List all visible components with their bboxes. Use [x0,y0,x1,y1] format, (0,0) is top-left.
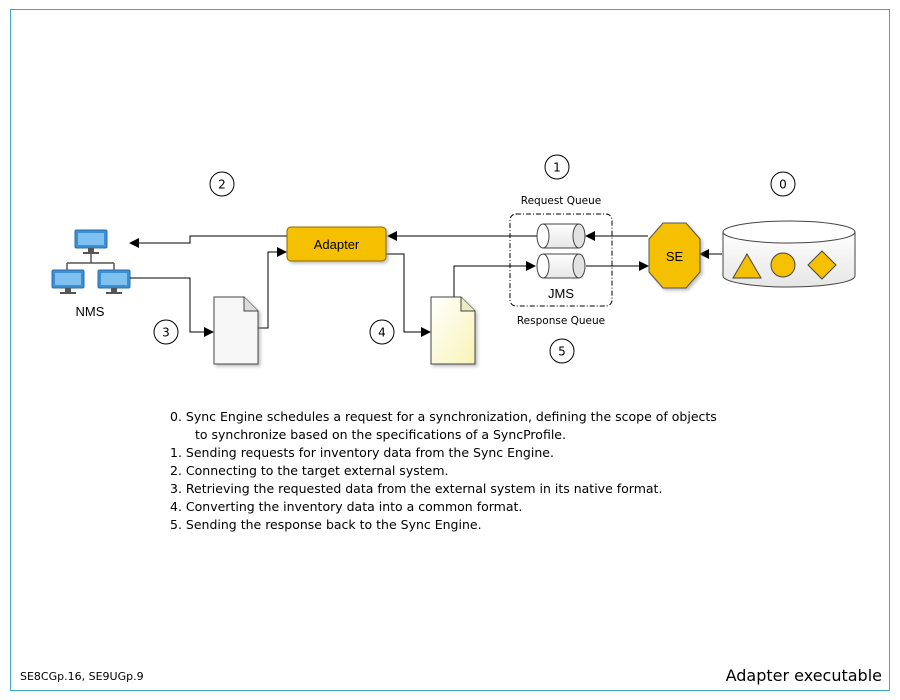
step-1-marker [544,154,570,180]
arrow-nms-to-document [130,277,214,337]
adapter-box [286,226,387,262]
step-number: 0. [170,409,182,424]
step-3-marker [153,319,179,345]
diagram-frame [10,9,890,691]
step-2-marker [209,171,235,197]
step-4-label: 4 [378,326,386,340]
common-format-document-icon [430,296,476,365]
diamond-icon [807,250,837,280]
step-description: 1. Sending requests for inventory data f… [170,444,770,462]
triangle-icon [732,253,762,279]
step-text: Retrieving the requested data from the e… [185,481,663,496]
step-5-marker [549,338,575,364]
step-description: 0. Sync Engine schedules a request for a… [170,408,770,426]
computer-icon [51,269,85,294]
step-number: 3. [170,481,182,496]
step-description: 4. Converting the inventory data into a … [170,498,770,516]
jms-container [509,213,613,307]
step-text: Connecting to the target external system… [185,463,449,478]
se-label: SE [666,249,684,264]
step-number: 5. [170,517,182,532]
request-queue-label: Request Queue [521,195,601,207]
step-0-marker [770,171,796,197]
response-queue-icon [536,253,586,279]
arrow-adapter-to-converted-document [386,253,431,337]
step-description: 5. Sending the response back to the Sync… [170,516,770,534]
native-format-document-icon [213,296,259,365]
jms-label: JMS [548,286,574,301]
step-0-label: 0 [779,178,787,192]
step-5-label: 5 [558,345,566,359]
nms-label: NMS [76,304,105,319]
step-1-label: 1 [553,161,561,175]
step-text: Sending the response back to the Sync En… [185,517,482,532]
sync-engine-octagon [648,222,701,289]
footer-reference: SE8CGp.16, SE9UGp.9 [20,670,144,683]
step-3-label: 3 [162,326,170,340]
step-4-marker [369,319,395,345]
adapter-label: Adapter [314,237,360,252]
step-text: Converting the inventory data into a com… [185,499,523,514]
step-text: Sync Engine schedules a request for a sy… [185,409,717,424]
request-queue-icon [536,223,586,249]
step-text-continuation: to synchronize based on the specificatio… [195,427,566,442]
arrow-adapter-to-nms [129,235,287,248]
computer-icon [74,229,108,254]
arrow-document-to-response-queue [453,261,536,298]
step-number: 1. [170,445,182,460]
arrow-document-to-adapter [258,247,287,329]
footer-caption: Adapter executable [725,666,882,685]
computer-icon [97,269,131,294]
step-description: 2. Connecting to the target external sys… [170,462,770,480]
step-2-label: 2 [218,178,226,192]
step-number: 2. [170,463,182,478]
circle-icon [770,252,796,278]
nms-network-icon [51,229,131,294]
step-text: Sending requests for inventory data from… [185,445,554,460]
step-number: 4. [170,499,182,514]
response-queue-label: Response Queue [517,315,605,327]
step-description: 3. Retrieving the requested data from th… [170,480,770,498]
steps-list: 0. Sync Engine schedules a request for a… [170,408,770,534]
